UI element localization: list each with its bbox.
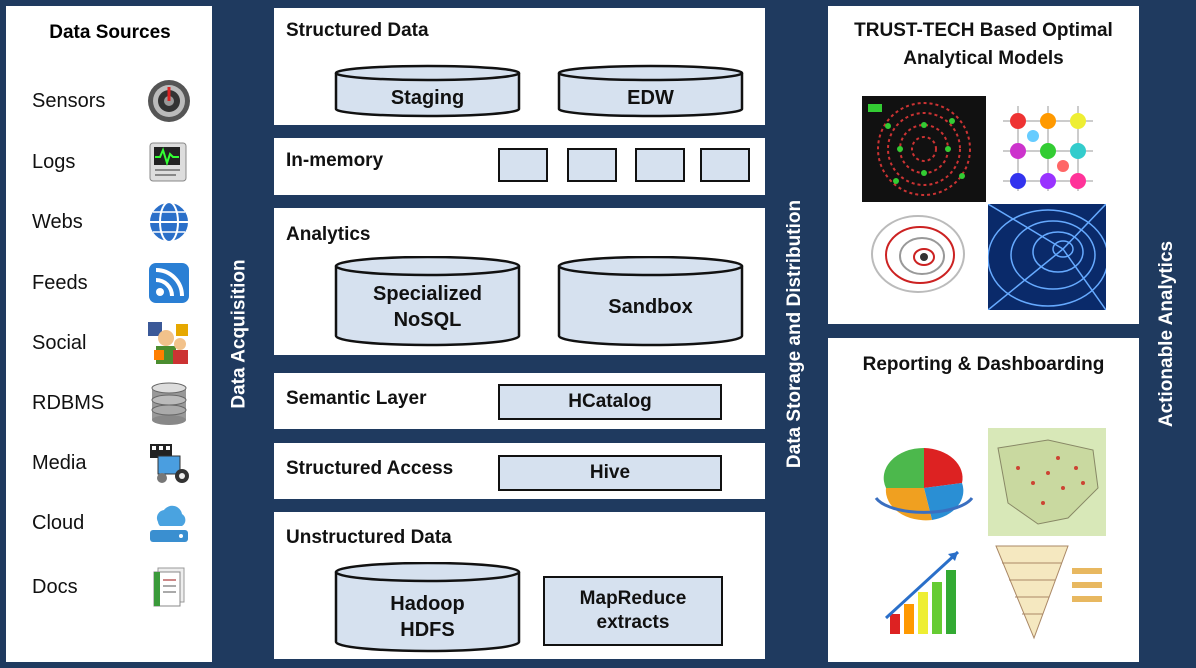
- models-title-line1: TRUST-TECH Based Optimal: [854, 20, 1113, 41]
- analytics-title: Analytics: [286, 224, 371, 245]
- media-icon: [146, 440, 192, 486]
- sandbox-cylinder: Sandbox: [557, 256, 744, 348]
- staging-label: Staging: [390, 87, 465, 109]
- mapreduce-box: MapReduce extracts: [543, 576, 723, 646]
- semantic-layer-title: Semantic Layer: [286, 388, 427, 409]
- source-webs: Webs: [32, 197, 192, 247]
- sandbox-label: Sandbox: [608, 296, 693, 318]
- database-icon: [146, 380, 192, 426]
- source-label: Social: [32, 331, 87, 354]
- source-label: Sensors: [32, 89, 106, 112]
- source-label: Docs: [32, 575, 78, 598]
- models-title-line2: Analytical Models: [903, 48, 1064, 69]
- source-label: Feeds: [32, 271, 88, 294]
- nosql-label-line1: Specialized: [373, 283, 482, 305]
- source-feeds: Feeds: [32, 258, 192, 308]
- actionable-analytics-bar: Actionable Analytics: [1139, 0, 1196, 668]
- social-users-icon: [146, 320, 192, 366]
- reporting-title: Reporting & Dashboarding: [862, 354, 1105, 375]
- rss-icon: [146, 260, 192, 306]
- edw-label: EDW: [627, 87, 674, 109]
- memory-block: [567, 148, 617, 182]
- hadoop-label-line2: HDFS: [400, 619, 455, 641]
- source-cloud: Cloud: [32, 498, 192, 548]
- monitor-log-icon: [146, 139, 192, 185]
- staging-cylinder: Staging: [334, 64, 521, 118]
- nosql-cylinder: Specialized NoSQL: [334, 256, 521, 348]
- data-storage-bar: Data Storage and Distribution: [768, 0, 823, 668]
- in-memory-title: In-memory: [286, 150, 384, 171]
- unstructured-data-title: Unstructured Data: [286, 527, 452, 548]
- report-image-map: [988, 428, 1106, 536]
- data-acquisition-bar: Data Acquisition: [212, 0, 268, 668]
- structured-access-title: Structured Access: [286, 458, 454, 479]
- in-memory-panel: [271, 135, 768, 198]
- source-social: Social: [32, 318, 192, 368]
- hadoop-hdfs-cylinder: Hadoop HDFS: [334, 562, 521, 654]
- edw-cylinder: EDW: [557, 64, 744, 118]
- data-acquisition-label: Data Acquisition: [229, 259, 251, 409]
- report-image-bars: [862, 538, 986, 644]
- document-icon: [146, 564, 192, 610]
- source-sensors: Sensors: [32, 76, 192, 126]
- mapreduce-label-line2: extracts: [596, 612, 670, 633]
- model-image-vortex: [862, 204, 986, 310]
- data-sources-title: Data Sources: [49, 22, 171, 43]
- memory-block: [498, 148, 548, 182]
- report-image-pie: [862, 428, 986, 536]
- memory-block: [635, 148, 685, 182]
- source-label: Media: [32, 451, 87, 474]
- hadoop-label-line1: Hadoop: [390, 593, 465, 615]
- memory-block: [700, 148, 750, 182]
- source-rdbms: RDBMS: [32, 378, 192, 428]
- source-label: Cloud: [32, 511, 85, 534]
- hcatalog-box: HCatalog: [498, 384, 722, 420]
- source-media: Media: [32, 438, 192, 488]
- source-label: Webs: [32, 210, 83, 233]
- model-image-spiral: [862, 96, 986, 202]
- report-image-funnel: [988, 538, 1106, 644]
- actionable-analytics-label: Actionable Analytics: [1156, 240, 1178, 428]
- data-storage-label: Data Storage and Distribution: [784, 199, 806, 469]
- structured-data-title: Structured Data: [286, 20, 429, 41]
- hive-box: Hive: [498, 455, 722, 491]
- cloud-drive-icon: [146, 500, 192, 546]
- model-image-tunnel: [988, 204, 1106, 310]
- speedometer-icon: [146, 78, 192, 124]
- nosql-label-line2: NoSQL: [393, 309, 462, 331]
- globe-icon: [146, 199, 192, 245]
- source-docs: Docs: [32, 562, 192, 612]
- source-label: RDBMS: [32, 391, 105, 414]
- source-logs: Logs: [32, 137, 192, 187]
- source-label: Logs: [32, 150, 76, 173]
- model-image-spheres: [988, 96, 1106, 202]
- mapreduce-label-line1: MapReduce: [579, 588, 687, 609]
